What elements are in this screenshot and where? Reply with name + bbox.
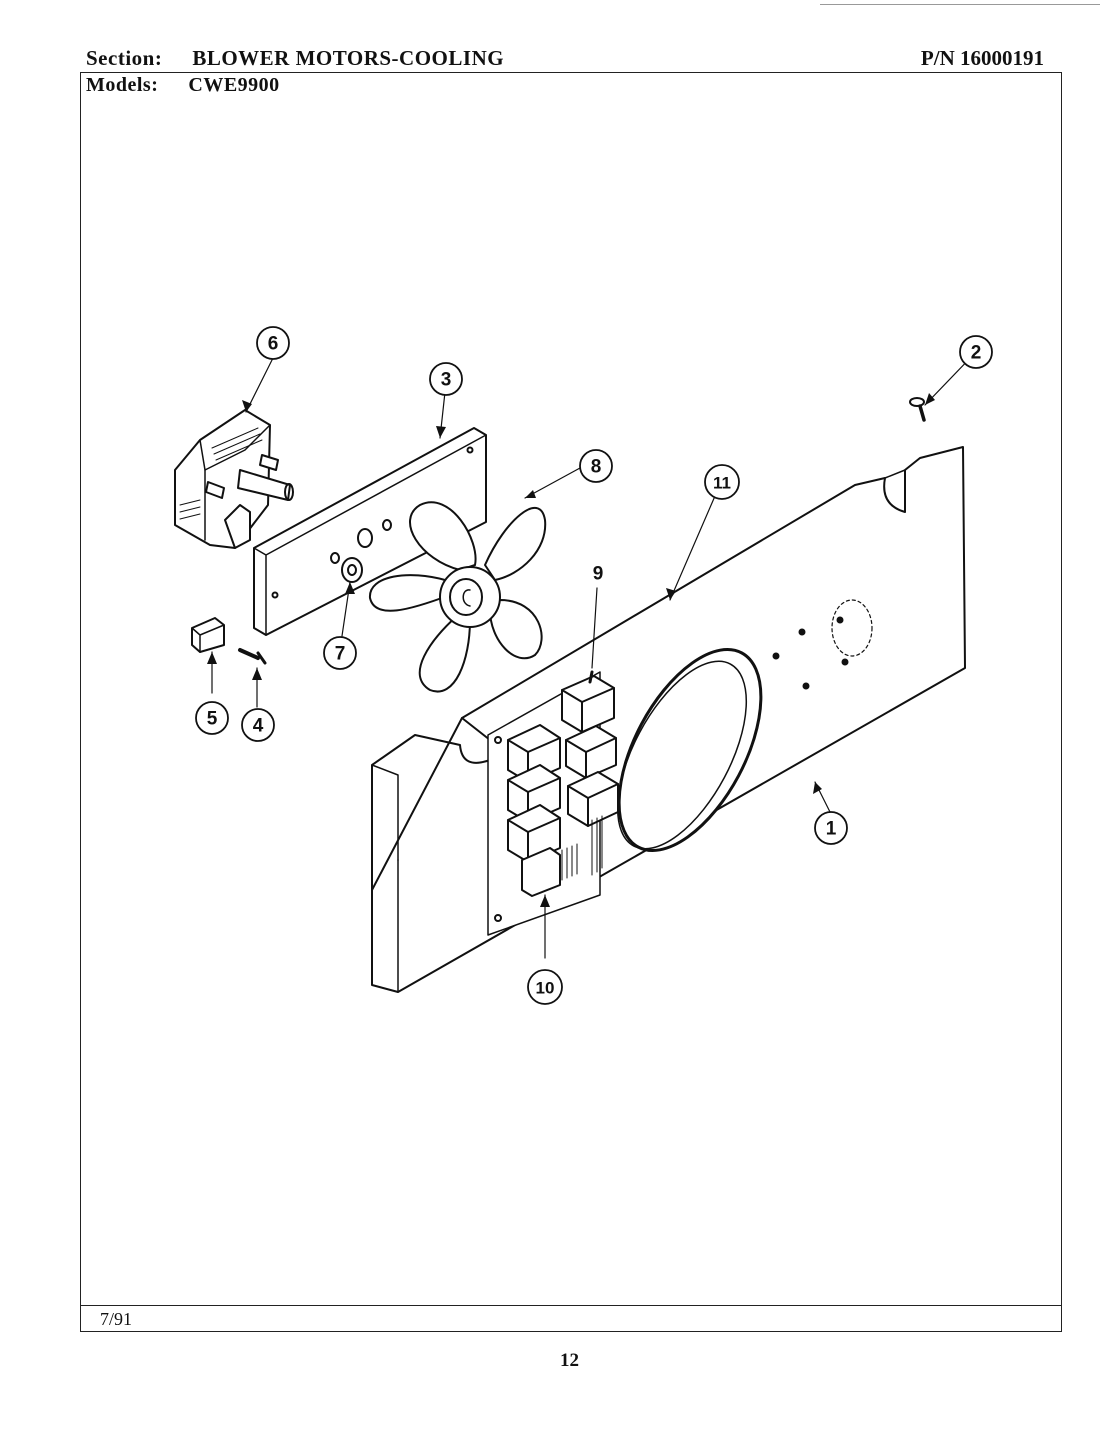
- mounting-clip: [191, 617, 225, 653]
- callout-label-3: 3: [441, 370, 452, 391]
- callout-label-6: 6: [268, 334, 279, 355]
- footer-divider: [80, 1305, 1062, 1306]
- models-heading: Models: CWE9900: [86, 74, 280, 97]
- page-number: 12: [560, 1350, 579, 1371]
- callout-label-5: 5: [207, 709, 218, 730]
- fan-nut: [341, 557, 363, 583]
- callout-label-11: 11: [713, 474, 731, 493]
- callout-circle-4: [241, 708, 275, 742]
- callout-circle-2: [959, 335, 993, 369]
- part-number: P/N 16000191: [920, 46, 1044, 70]
- callout-label-1: 1: [826, 819, 837, 840]
- relay-circuit-board: [487, 671, 619, 936]
- callout-group: [195, 326, 993, 1005]
- callout-circle-10: [527, 969, 563, 1005]
- callout-label-7: 7: [335, 644, 346, 665]
- callout-label-2: 2: [971, 343, 982, 364]
- callout-circle-1: [814, 811, 848, 845]
- screw-small: [238, 648, 267, 665]
- board-fastener: [588, 670, 594, 684]
- fan-blade: [368, 501, 547, 693]
- section-heading: Section: BLOWER MOTORS-COOLING: [86, 46, 504, 71]
- callout-circle-3: [429, 362, 463, 396]
- callout-circle-9: [584, 559, 612, 587]
- section-title: BLOWER MOTORS-COOLING: [192, 46, 505, 70]
- models-value: CWE9900: [188, 74, 280, 96]
- callout-circle-5: [195, 701, 229, 735]
- callout-label-8: 8: [591, 457, 602, 478]
- callout-circle-7: [323, 636, 357, 670]
- section-label: Section:: [86, 46, 163, 70]
- callout-label-10: 10: [536, 979, 555, 998]
- models-label: Models:: [86, 74, 159, 96]
- callout-circle-11: [704, 464, 740, 500]
- callout-circle-8: [579, 449, 613, 483]
- motor-bracket: [253, 427, 487, 636]
- diagram-frame: [80, 72, 1062, 1332]
- callout-label-9: 9: [593, 564, 604, 585]
- top-rule: [820, 4, 1100, 5]
- callout-label-4: 4: [253, 716, 264, 737]
- leader-arrowheads: [207, 393, 935, 907]
- screw-top: [909, 397, 926, 422]
- blower-motor: [174, 409, 294, 549]
- callout-circle-6: [256, 326, 290, 360]
- revision-date: 7/91: [100, 1309, 133, 1329]
